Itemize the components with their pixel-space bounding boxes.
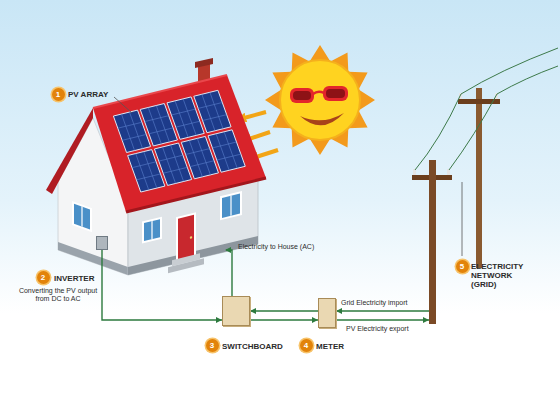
text-anchor: 3: [206, 339, 219, 352]
component-name: SWITCHBOARD: [222, 342, 283, 351]
leader-lines: [114, 97, 462, 256]
wire-connector: [250, 308, 318, 314]
text-anchor: METER: [316, 342, 344, 351]
wire-connector: [336, 308, 429, 314]
meter-box: METER: [318, 298, 336, 328]
callout-number: 2: [37, 271, 50, 284]
callout-number: 4: [300, 339, 313, 352]
component-name: PV ARRAY: [68, 90, 108, 99]
callout-number: 1: [52, 88, 65, 101]
component-note: Converting the PV output from DC to AC: [17, 287, 99, 303]
text-anchor: SWITCHBOARD: [222, 342, 283, 351]
arrow-head: [336, 308, 342, 314]
wire-line: [336, 310, 429, 311]
house-feed-wire: [226, 250, 232, 296]
wire-connector: [250, 317, 318, 323]
wire-line: [102, 250, 222, 320]
component-name: INVERTER: [54, 274, 94, 283]
text-anchor: INVERTER: [54, 274, 94, 283]
solar-panels: [113, 90, 245, 192]
wire-connector: [336, 317, 429, 323]
component-name: METER: [316, 342, 344, 351]
grid-pole: ELECTRICITY NETWORK (GRID): [429, 160, 436, 324]
text-anchor: 5: [456, 260, 469, 273]
text-anchor: 2: [37, 271, 50, 284]
text-anchor: Converting the PV output from DC to AC: [17, 287, 99, 303]
sun: [265, 45, 375, 155]
text-anchor: 4: [300, 339, 313, 352]
switchboard-panel: SWITCHBOARD: [222, 296, 250, 326]
pv-array: PV ARRAY: [117, 88, 244, 188]
wire-line: [336, 319, 429, 320]
wire-label: Electricity to House (AC): [238, 243, 314, 251]
text-anchor: ELECTRICITY NETWORK (GRID): [471, 262, 531, 289]
wire-line: [250, 319, 318, 320]
text-anchor: Grid Electricity import: [341, 299, 408, 307]
text-anchor: PV Electricity export: [346, 325, 409, 333]
component-name: ELECTRICITY NETWORK (GRID): [471, 262, 531, 289]
text-anchor: Electricity to House (AC): [238, 243, 314, 251]
wire-label: PV Electricity export: [346, 325, 409, 333]
text-anchor: 1: [52, 88, 65, 101]
callout-number: 3: [206, 339, 219, 352]
callout-number: 5: [456, 260, 469, 273]
text-anchor: PV ARRAY: [68, 90, 108, 99]
inverter-box: INVERTERConverting the PV output from DC…: [96, 236, 108, 250]
house: [46, 58, 266, 280]
wire-label: Grid Electricity import: [341, 299, 408, 307]
wire-line: [250, 310, 318, 311]
wire-connector: [102, 250, 222, 323]
arrow-head: [250, 308, 256, 314]
